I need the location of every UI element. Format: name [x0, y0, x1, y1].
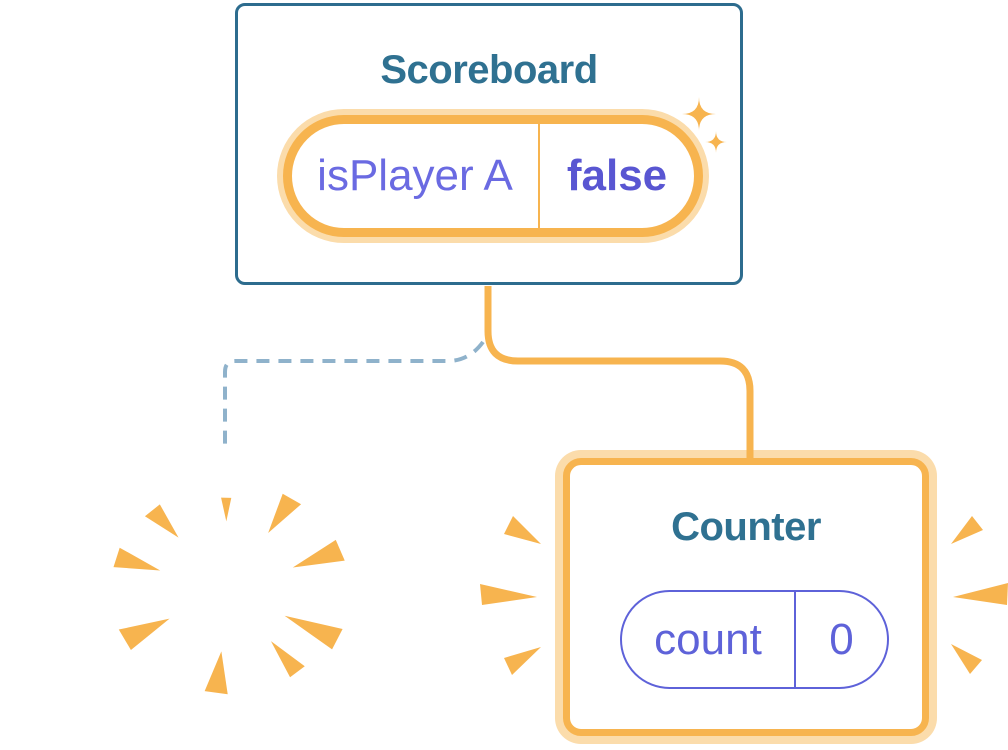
state-value-label: false: [566, 151, 668, 200]
counter-component-card: Counter count 0: [563, 458, 929, 736]
state-name-label: isPlayer A: [317, 151, 513, 200]
poof-burst-icon: [113, 493, 345, 695]
pill-divider: [538, 124, 540, 228]
connector-removed-dashed: [223, 340, 485, 451]
pill-divider: [794, 592, 796, 687]
scoreboard-title: Scoreboard: [380, 48, 598, 92]
removed-component-card: [86, 455, 370, 727]
counter-state-pill: count 0: [620, 590, 889, 689]
connector-active-orange: [484, 286, 754, 459]
scoreboard-state-pill: isPlayer A false: [283, 115, 703, 237]
sparkles-icon: [682, 97, 727, 153]
counter-title: Counter: [671, 505, 821, 549]
scoreboard-component-card: Scoreboard isPlayer A false: [235, 3, 743, 285]
state-name-label: count: [654, 614, 762, 664]
state-value-label: 0: [829, 614, 854, 664]
